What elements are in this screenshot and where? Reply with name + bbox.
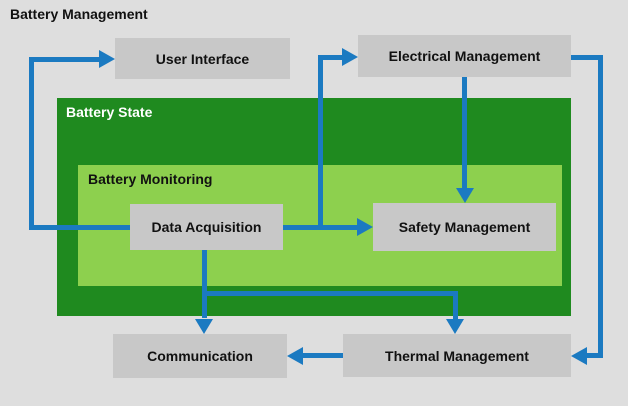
node-safety-management: Safety Management (373, 203, 556, 251)
edge-tm-to-comm-horizontal (303, 353, 343, 358)
node-user-interface: User Interface (115, 38, 290, 79)
arrowhead-into-user-interface-icon (99, 50, 115, 68)
node-data-acquisition: Data Acquisition (130, 204, 283, 250)
edge-da-to-tm-vertical (453, 291, 458, 319)
arrowhead-into-thermal-management-top-icon (446, 319, 464, 334)
edge-da-to-ui-horizontal-top (29, 57, 100, 62)
arrowhead-into-communication-top-icon (195, 319, 213, 334)
edge-da-to-ui-vertical (29, 57, 34, 230)
diagram-title: Battery Management (10, 6, 148, 22)
edge-em-to-tm-horizontal-bottom (587, 353, 603, 358)
arrowhead-into-electrical-management-icon (342, 48, 358, 66)
node-thermal-management: Thermal Management (343, 334, 571, 377)
battery-state-label: Battery State (66, 104, 153, 120)
arrowhead-into-communication-right-icon (287, 347, 303, 365)
edge-da-to-em-horizontal (318, 55, 342, 60)
edge-em-to-tm-horizontal-top (571, 55, 598, 60)
edge-da-down-vertical (202, 250, 207, 318)
edge-da-to-em-vertical (318, 55, 323, 230)
arrowhead-into-safety-management-top-icon (456, 188, 474, 203)
edge-em-to-sm-vertical (462, 77, 467, 188)
node-communication: Communication (113, 334, 287, 378)
edge-da-to-tm-horizontal (202, 291, 458, 296)
edge-da-to-ui-horizontal-bottom (29, 225, 130, 230)
arrowhead-into-safety-management-left-icon (357, 218, 373, 236)
battery-monitoring-label: Battery Monitoring (88, 171, 213, 187)
edge-em-to-tm-vertical (598, 55, 603, 358)
arrowhead-into-thermal-management-right-icon (571, 347, 587, 365)
node-electrical-management: Electrical Management (358, 35, 571, 77)
